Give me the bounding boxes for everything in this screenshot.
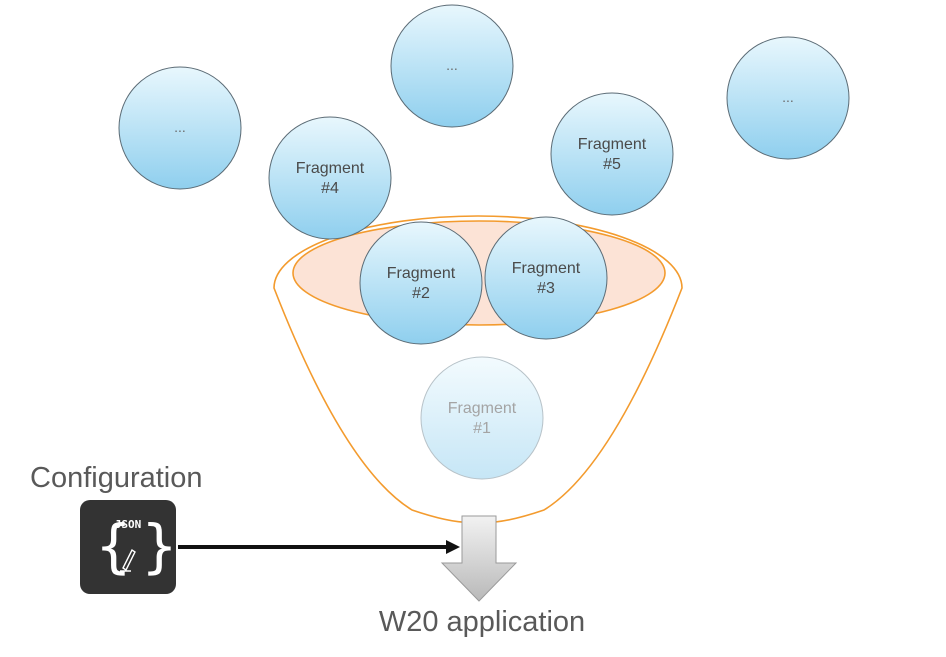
fragment-number: #3 xyxy=(537,280,555,297)
fragment-4-circle: Fragment #4 xyxy=(268,116,392,240)
circle-shape xyxy=(420,356,544,480)
fragment-number: #2 xyxy=(412,285,430,302)
fragment-number: #4 xyxy=(321,180,339,197)
configuration-arrowhead xyxy=(446,540,460,554)
fragment-1-circle: Fragment #1 xyxy=(420,356,544,480)
fragment-label: Fragment xyxy=(296,160,365,177)
json-icon-label: JSON xyxy=(115,518,142,531)
fragment-label: Fragment xyxy=(448,400,517,417)
down-arrow-icon xyxy=(440,515,518,602)
fragment-5-circle: Fragment #5 xyxy=(550,92,674,216)
json-file-icon: { } JSON xyxy=(80,500,178,594)
circle-shape xyxy=(726,36,850,160)
circle-shape xyxy=(268,116,392,240)
more-fragments-circle: ... xyxy=(390,4,514,128)
fragment-label: Fragment xyxy=(578,136,647,153)
w20-application-label: W20 application xyxy=(379,606,585,638)
svg-text:{: { xyxy=(95,512,132,580)
ellipsis-label: ... xyxy=(174,119,186,135)
fragment-2-circle: Fragment #2 xyxy=(359,221,483,345)
circle-shape xyxy=(118,66,242,190)
fragment-label: Fragment xyxy=(387,265,456,282)
circle-shape xyxy=(550,92,674,216)
fragment-label: Fragment xyxy=(512,260,581,277)
ellipsis-label: ... xyxy=(446,57,458,73)
more-fragments-circle: ... xyxy=(726,36,850,160)
fragment-number: #5 xyxy=(603,156,621,173)
circle-shape xyxy=(390,4,514,128)
svg-text:}: } xyxy=(141,512,178,580)
circle-shape xyxy=(484,216,608,340)
configuration-label: Configuration xyxy=(30,462,203,494)
fragment-3-circle: Fragment #3 xyxy=(484,216,608,340)
circle-shape xyxy=(359,221,483,345)
fragment-number: #1 xyxy=(473,420,491,437)
more-fragments-circle: ... xyxy=(118,66,242,190)
ellipsis-label: ... xyxy=(782,89,794,105)
